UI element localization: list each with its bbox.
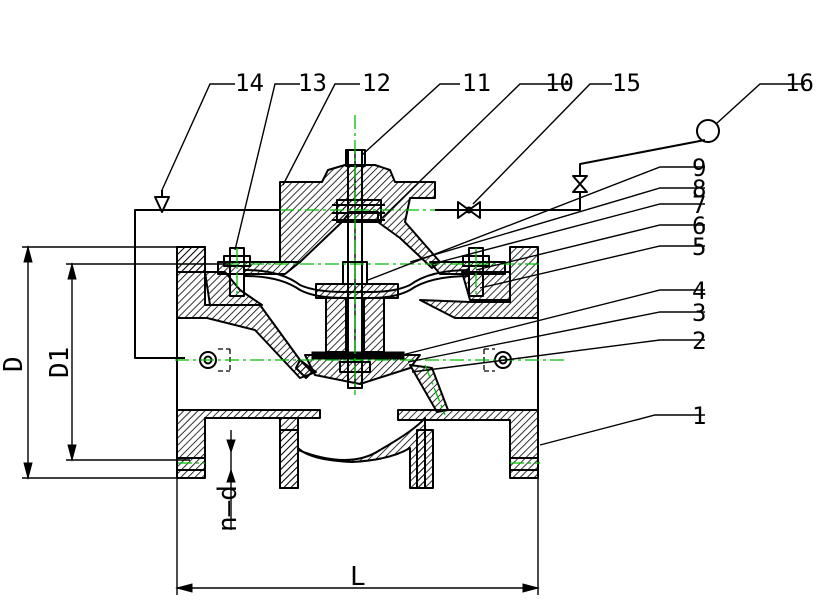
part-label-7: 7 bbox=[692, 191, 706, 219]
dimension-label-l: L bbox=[350, 562, 366, 592]
dimension-label-nd: n—d bbox=[213, 485, 243, 532]
part-label-8: 8 bbox=[692, 175, 706, 203]
part-label-2: 2 bbox=[692, 327, 706, 355]
part-labels: 14 13 12 11 10 15 16 9 8 7 6 5 4 3 2 1 bbox=[235, 69, 814, 430]
part-label-4: 4 bbox=[692, 277, 706, 305]
part-label-14: 14 bbox=[235, 69, 264, 97]
part-label-12: 12 bbox=[362, 69, 391, 97]
part-label-5: 5 bbox=[692, 233, 706, 261]
leader-lines bbox=[161, 83, 805, 446]
control-piping bbox=[134, 119, 720, 372]
part-label-1: 1 bbox=[692, 402, 706, 430]
part-label-13: 13 bbox=[298, 69, 327, 97]
dimension-label-d1: D1 bbox=[45, 347, 75, 378]
stem-assembly bbox=[244, 149, 471, 389]
part-label-10: 10 bbox=[545, 69, 574, 97]
part-label-16: 16 bbox=[785, 69, 814, 97]
part-label-9: 9 bbox=[692, 154, 706, 182]
part-label-15: 15 bbox=[612, 69, 641, 97]
part-label-3: 3 bbox=[692, 299, 706, 327]
dimension-labels: D D1 L n—d bbox=[0, 347, 366, 592]
dimensions bbox=[22, 245, 540, 595]
dimension-label-d: D bbox=[0, 356, 29, 372]
part-label-6: 6 bbox=[692, 212, 706, 240]
part-label-11: 11 bbox=[462, 69, 491, 97]
